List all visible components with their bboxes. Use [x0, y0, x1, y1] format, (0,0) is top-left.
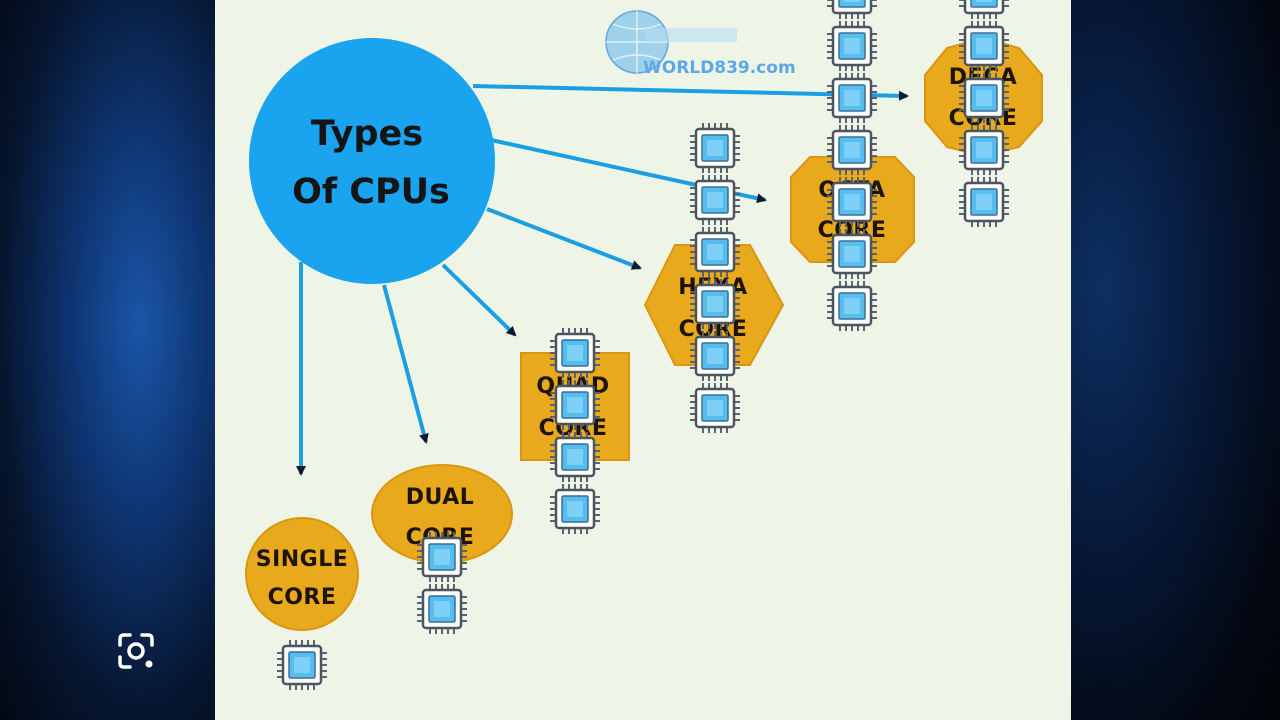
- single-core-label-line1: SINGLE: [256, 547, 349, 572]
- diagram-panel: WORLD839.com Types Of CPUs SINGLE CORE: [215, 0, 1071, 720]
- hexa-core-chip-icon: [688, 380, 742, 436]
- hexa-core-group: HEXA CORE: [643, 120, 785, 436]
- quad-core-chip-icon: [548, 429, 602, 485]
- octa-core-chip-icon: [825, 174, 879, 230]
- arrow-to-hexa-core: [486, 207, 642, 270]
- dual-core-chip-icon: [415, 529, 469, 585]
- deca-core-chip-icon: [957, 122, 1011, 178]
- watermark: WORLD839.com: [605, 10, 796, 78]
- watermark-text: WORLD839.com: [643, 58, 796, 78]
- octa-core-chip-icon: [825, 278, 879, 334]
- hub-title-line1: Types: [311, 114, 423, 154]
- dual-core-group: DUAL CORE: [371, 464, 513, 637]
- deca-core-chip-icon: [957, 70, 1011, 126]
- dual-core-chip-icon: [415, 581, 469, 637]
- octa-core-chip-icon: [825, 18, 879, 74]
- octa-core-chips: [825, 0, 879, 334]
- quad-core-chip-icon: [548, 481, 602, 537]
- deca-core-chips: [957, 0, 1011, 230]
- single-core-group: SINGLE CORE: [245, 517, 359, 693]
- lens-search-icon-glyph: [118, 633, 154, 669]
- deca-core-chip-icon: [957, 0, 1011, 22]
- hexa-core-chip-icon: [688, 276, 742, 332]
- hexa-core-chip-icon: [688, 224, 742, 280]
- background-right: [1071, 0, 1280, 720]
- octa-core-group: OCTA CORE: [790, 0, 915, 334]
- deca-core-chip-icon: [957, 174, 1011, 230]
- hub-circle: Types Of CPUs: [249, 38, 495, 284]
- background-left: [0, 0, 215, 720]
- arrow-to-quad-core: [441, 263, 517, 337]
- octa-core-chip-icon: [825, 0, 879, 22]
- single-core-badge: SINGLE CORE: [245, 517, 359, 631]
- quad-core-chip-icon: [548, 325, 602, 381]
- arrow-to-dual-core: [382, 284, 429, 444]
- single-core-label-line2: CORE: [268, 585, 337, 610]
- dual-core-label-line1: DUAL: [406, 485, 475, 510]
- cpu-types-diagram: WORLD839.com Types Of CPUs SINGLE CORE: [245, 0, 1043, 693]
- quad-core-group: QUAD CORE: [520, 325, 630, 537]
- octa-core-chip-icon: [825, 122, 879, 178]
- hexa-core-chip-icon: [688, 328, 742, 384]
- deca-core-group: DECA CORE: [924, 0, 1043, 230]
- octa-core-chip-icon: [825, 226, 879, 282]
- single-core-chip-icon: [275, 637, 329, 693]
- single-core-chips: [275, 637, 329, 693]
- dual-core-badge: DUAL CORE: [371, 464, 513, 564]
- hub-title-line2: Of CPUs: [292, 172, 450, 212]
- octa-core-chip-icon: [825, 70, 879, 126]
- deca-core-chip-icon: [957, 18, 1011, 74]
- hexa-core-chip-icon: [688, 120, 742, 176]
- quad-core-chip-icon: [548, 377, 602, 433]
- hexa-core-chip-icon: [688, 172, 742, 228]
- lens-search-icon[interactable]: [112, 627, 160, 675]
- dual-core-chips: [415, 529, 469, 637]
